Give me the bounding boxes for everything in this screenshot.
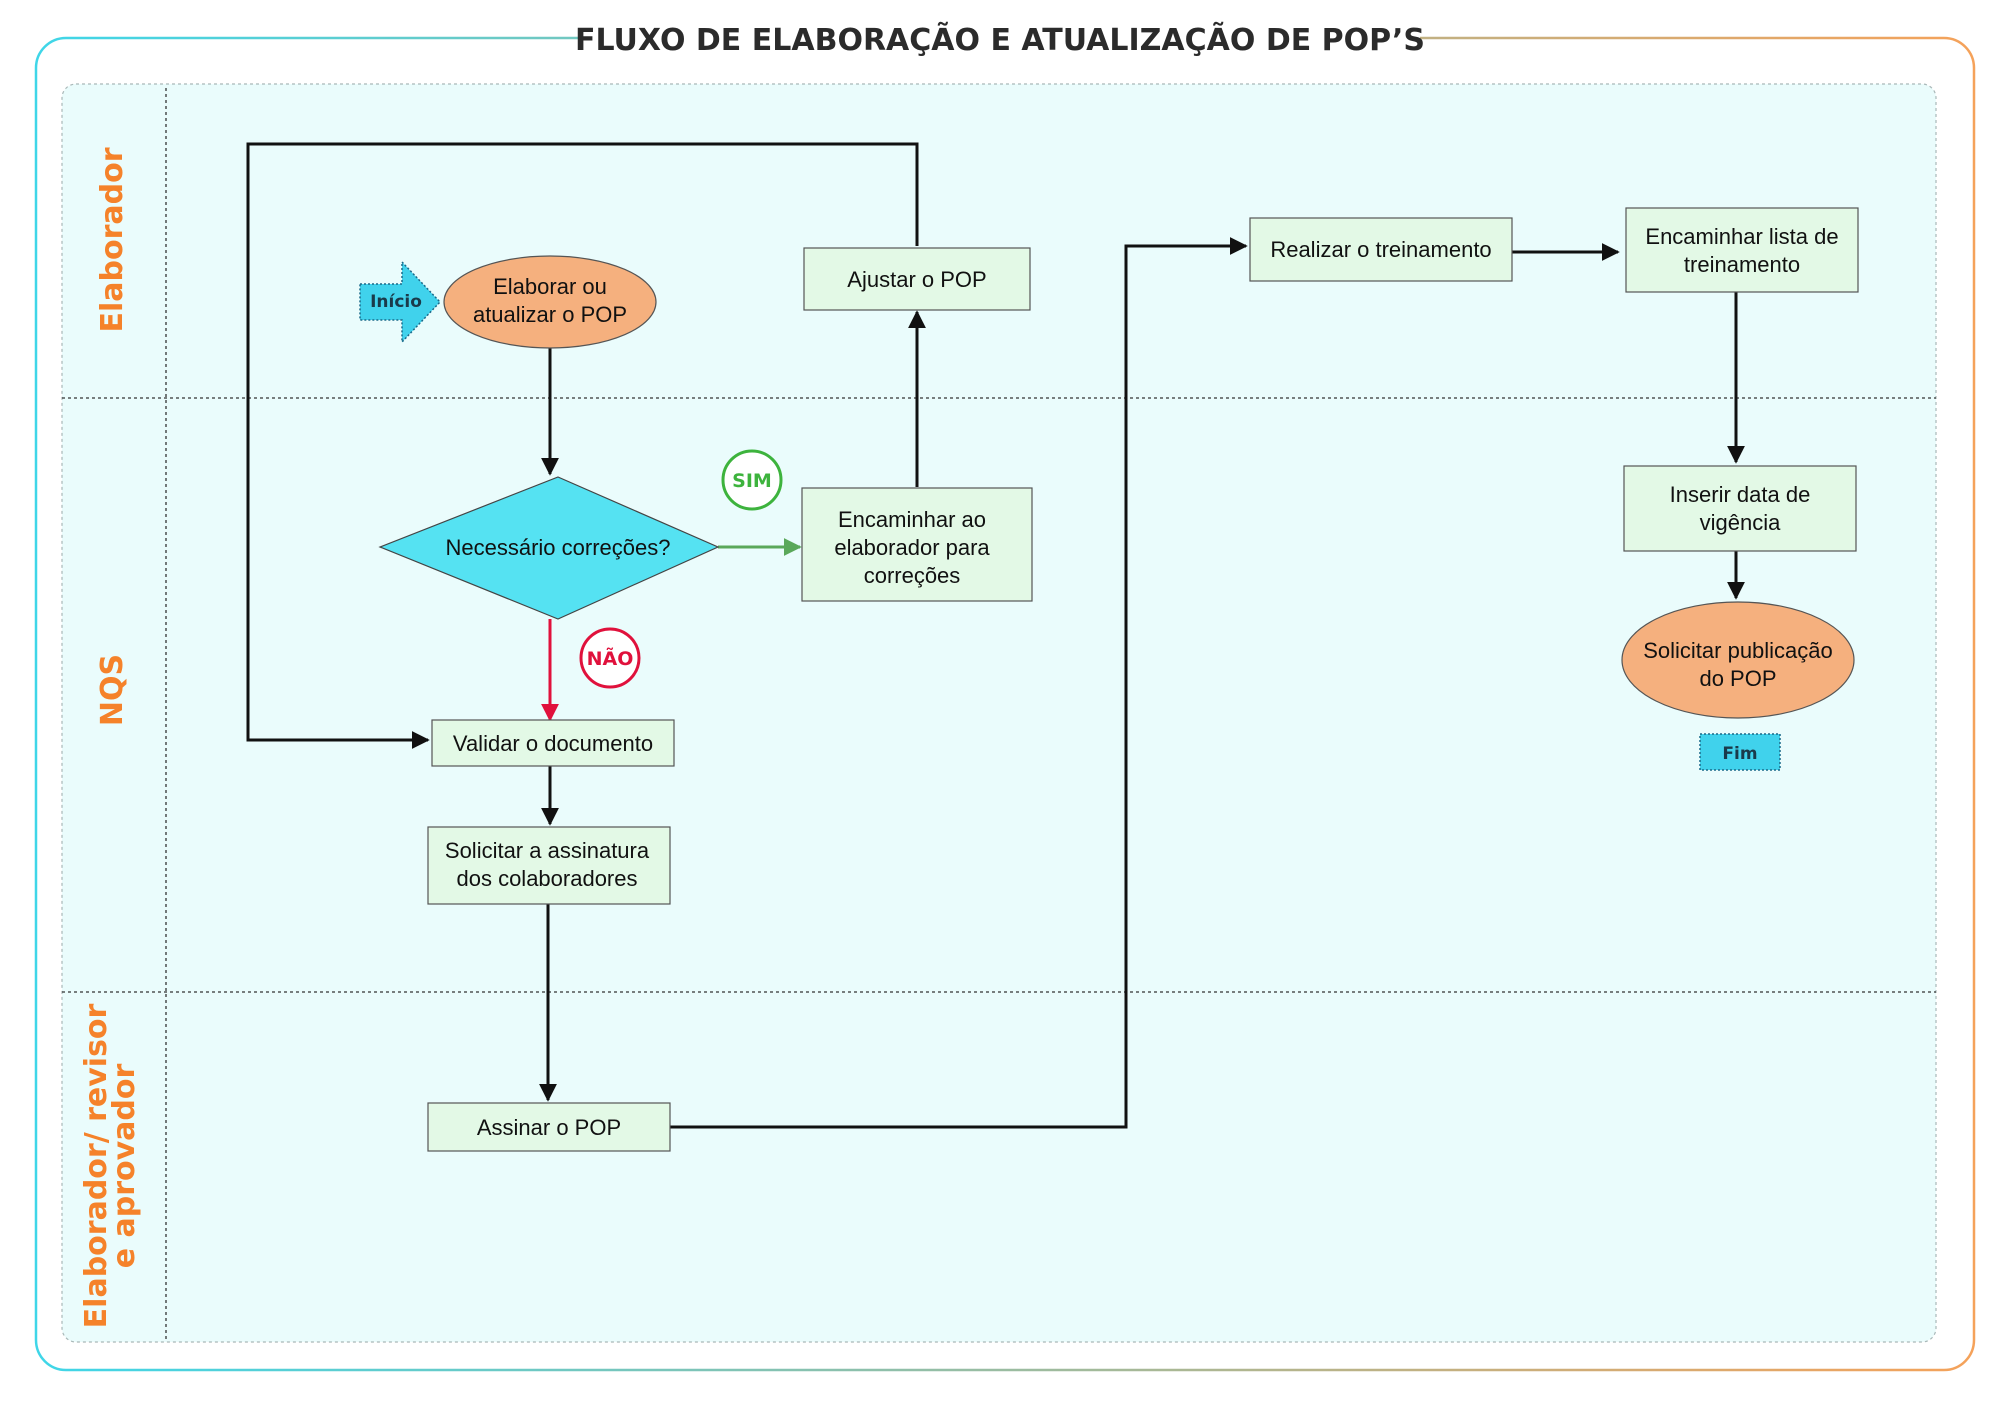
node-realizar-treinamento <box>1249 217 1513 282</box>
lane-label-revisor-line2: e aprovador <box>107 1064 142 1269</box>
node-assinar-pop <box>427 1102 671 1152</box>
node-elaborar-line2: atualizar o POP <box>473 302 627 327</box>
node-enc-lista-line2: treinamento <box>1684 252 1800 277</box>
node-validar-documento <box>431 719 675 767</box>
diagram-title: FLUXO DE ELABORAÇÃO E ATUALIZAÇÃO DE POP… <box>575 21 1425 58</box>
node-solicitar-assinatura <box>427 826 671 905</box>
node-inserir-line1: Inserir data de <box>1670 482 1811 507</box>
node-decisao-label: Necessário correções? <box>446 535 671 560</box>
badge-sim <box>721 449 783 511</box>
lane-label-nqs: NQS <box>95 654 130 726</box>
node-solicitar-ass-line1: Solicitar a assinatura <box>445 838 650 863</box>
title-backdrop <box>580 18 1420 58</box>
end-marker <box>1699 733 1781 771</box>
badge-sim-label: SIM <box>732 470 772 492</box>
node-solicitar-pub-line2: do POP <box>1699 666 1776 691</box>
badge-nao-label: NÃO <box>587 646 634 670</box>
lane-label-elaborador: Elaborador <box>95 147 130 332</box>
node-assinar-label: Assinar o POP <box>477 1115 621 1140</box>
node-decisao-correcoes <box>378 476 720 620</box>
node-encaminhar-line3: correções <box>864 563 961 588</box>
node-solicitar-ass-line2: dos colaboradores <box>456 866 637 891</box>
badge-nao <box>579 627 641 689</box>
node-enc-lista-line1: Encaminhar lista de <box>1645 224 1838 249</box>
connector-ajustar-validar-loop <box>246 142 919 749</box>
node-elaborar-line1: Elaborar ou <box>493 274 607 299</box>
end-marker-label: Fim <box>1722 744 1757 764</box>
node-encaminhar-line2: elaborador para <box>834 535 990 560</box>
node-realizar-label: Realizar o treinamento <box>1270 237 1491 262</box>
node-encaminhar-elaborador <box>801 487 1033 602</box>
node-encaminhar-line1: Encaminhar ao <box>838 507 986 532</box>
node-inserir-vigencia <box>1623 465 1857 552</box>
connector-assinar-realizar <box>670 237 1248 1129</box>
node-encaminhar-lista <box>1625 207 1859 293</box>
node-inserir-line2: vigência <box>1700 510 1781 535</box>
node-solicitar-publicacao <box>1621 601 1855 719</box>
lane-label-revisor-line1: Elaborador/ revisor <box>79 1003 114 1328</box>
node-ajustar-label: Ajustar o POP <box>847 267 986 292</box>
start-marker-arrow <box>359 260 442 344</box>
node-ajustar-pop <box>803 247 1031 311</box>
node-solicitar-pub-line1: Solicitar publicação <box>1643 638 1833 663</box>
start-marker-label: Início <box>370 292 422 312</box>
node-validar-label: Validar o documento <box>453 731 653 756</box>
node-elaborar-atualizar <box>443 255 657 349</box>
